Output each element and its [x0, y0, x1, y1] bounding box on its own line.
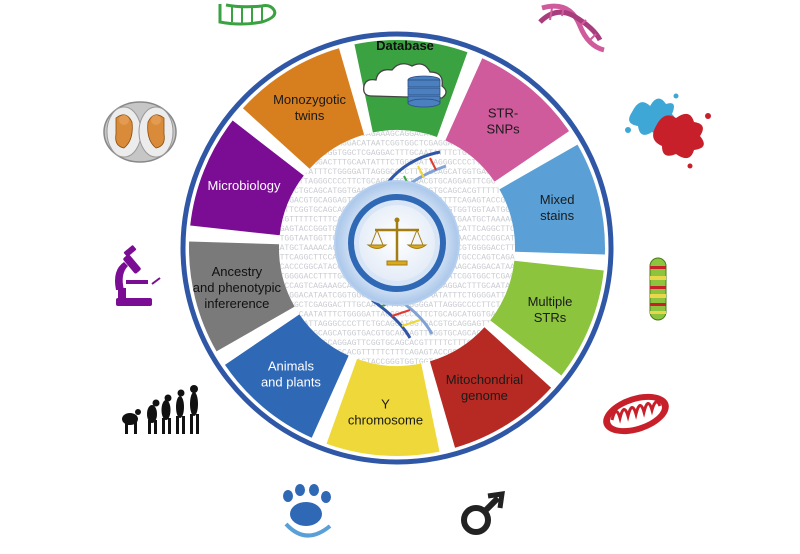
segment-mitochondrial-genome [429, 327, 552, 448]
segment-ring: MicroRNAsSTR-SNPsMixedstainsMultipleSTRs… [189, 40, 605, 457]
segment-monozygotic-twins [242, 48, 365, 169]
dna-text-row: CCCAGTCAGAAAGCAGGACATAATCGGTGGCTCGAGGACT… [270, 140, 539, 149]
database-cloud-icon [363, 63, 447, 108]
chromosome-bands-icon [649, 257, 667, 321]
dna-text-row: TCTGGGGATTAGGGCCCCTTCTGCAGCATGGTGACGTGCA… [270, 320, 539, 329]
dna-text-row: TGGGGACCTTTTGCCCAGTCAGAAAGCAGGACATAATCGG… [270, 130, 539, 139]
mitochondrion-icon [603, 393, 669, 435]
dna-text-row: CATGGTGACGTGCAGGAGTTCGGTGCAGCACGTTTTTCTT… [270, 339, 539, 348]
dna-text-row: CAGGACATAATCGGTGGCTCGAGGACTTTGCAATATTTCT… [270, 149, 539, 158]
microrna-hairpin-icon [218, 3, 277, 26]
human-evolution-icon [122, 385, 199, 434]
microscope-icon [115, 245, 161, 306]
twin-embryos-icon [103, 101, 177, 163]
segment-label-microbiology: Microbiology [208, 178, 281, 193]
splatter-stains-icon [625, 93, 711, 169]
dna-text-row: AGCACGTTTTTCTTTCAGAGTACCGGGTGGTGGTAATGGT… [270, 358, 539, 367]
segment-label-str-snps: STR-SNPs [486, 106, 520, 137]
paw-print-icon [283, 484, 332, 538]
segment-mixed-stains [499, 144, 605, 255]
dna-text-row: GTGGCTCGAGGACTTTGCAATATTTCTGGGGATTAGGGCC… [270, 159, 539, 168]
segment-str-snps [445, 58, 570, 182]
segment-animals-plants [224, 314, 349, 438]
dna-text-row: GCCCCTTCTGCAGCATGGTGACGTGCAGGAGTTCGGTGCA… [270, 330, 539, 339]
segment-y-chromosome [326, 359, 440, 457]
scales-of-justice-icon [334, 180, 460, 306]
segment-multiple-strs [490, 260, 604, 376]
dna-helix-icon [538, 3, 605, 53]
dna-text-row: AGGAGTTCGGTGCAGCACGTTTTTCTTTCAGAGTACCGGG… [270, 349, 539, 358]
male-symbol-icon [461, 491, 505, 535]
database-label: Database [376, 38, 434, 53]
segment-ancestry [189, 241, 295, 352]
segment-microbiology [190, 120, 304, 236]
